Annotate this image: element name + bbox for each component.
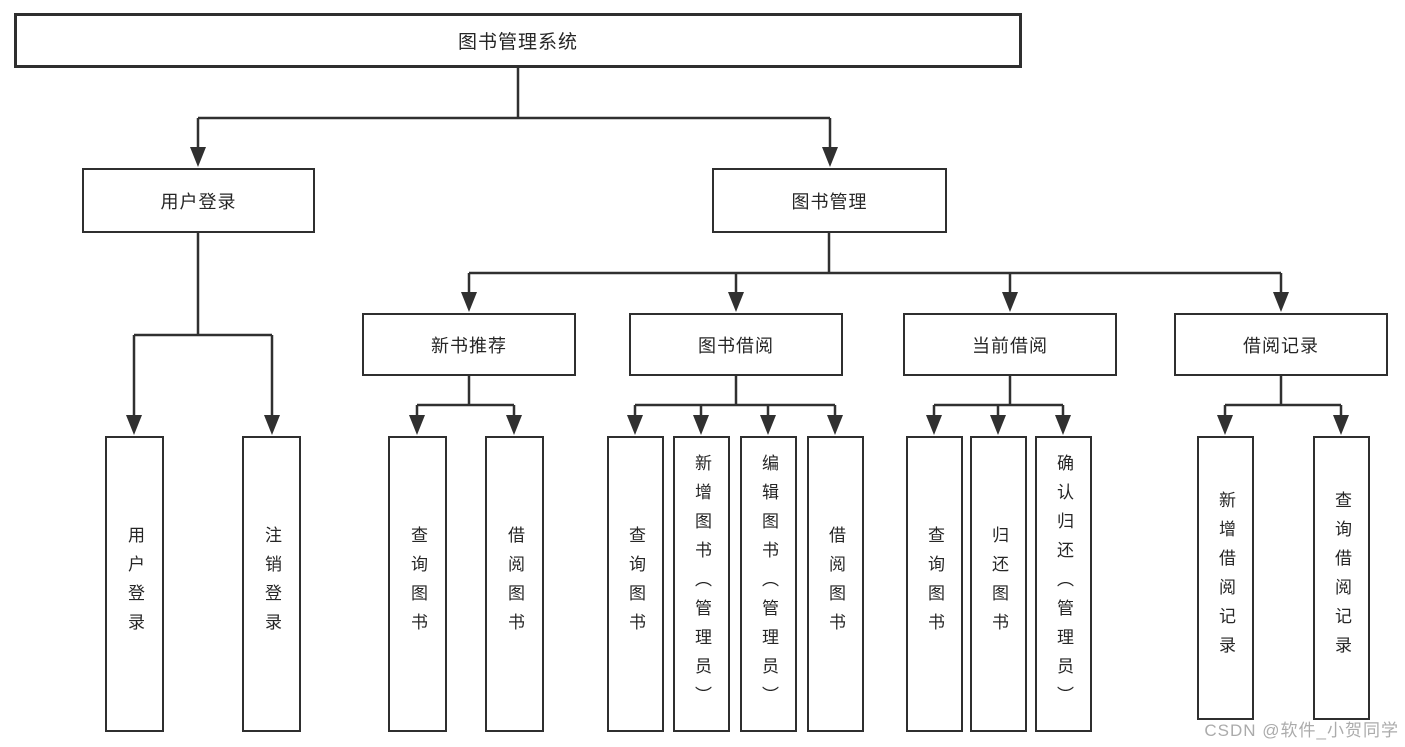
node-leaf-logout: 注销登录 [242, 436, 301, 732]
node-book-borrowing: 图书借阅 [629, 313, 843, 376]
node-label: 借阅图书 [826, 526, 845, 642]
node-borrowing-records: 借阅记录 [1174, 313, 1388, 376]
node-leaf-add-borrow-record: 新增借阅记录 [1197, 436, 1254, 720]
node-label: 用户登录 [125, 526, 144, 642]
node-label: 当前借阅 [972, 335, 1048, 356]
node-label: 编辑图书（管理员） [759, 453, 778, 715]
node-leaf-query-books-current: 查询图书 [906, 436, 963, 732]
node-user-login: 用户登录 [82, 168, 315, 233]
node-label: 查询借阅记录 [1332, 491, 1351, 665]
node-label: 用户登录 [160, 191, 237, 212]
node-label: 借阅记录 [1243, 335, 1319, 356]
node-label: 新增借阅记录 [1216, 491, 1235, 665]
node-label: 新书推荐 [431, 335, 507, 356]
node-leaf-query-borrow-record: 查询借阅记录 [1313, 436, 1370, 720]
csdn-watermark: CSDN @软件_小贺同学 [1204, 721, 1399, 740]
node-label: 归还图书 [989, 526, 1008, 642]
node-leaf-add-book-admin: 新增图书（管理员） [673, 436, 730, 732]
node-label: 确认归还（管理员） [1054, 453, 1073, 715]
node-book-management: 图书管理 [712, 168, 947, 233]
node-label: 查询图书 [408, 526, 427, 642]
node-leaf-borrow-books-recommend: 借阅图书 [485, 436, 544, 732]
node-new-book-recommendation: 新书推荐 [362, 313, 576, 376]
node-label: 查询图书 [925, 526, 944, 642]
node-leaf-user-login: 用户登录 [105, 436, 164, 732]
node-label: 图书管理系统 [457, 32, 578, 53]
node-label: 查询图书 [626, 526, 645, 642]
node-leaf-return-book: 归还图书 [970, 436, 1027, 732]
node-leaf-query-books-borrowing: 查询图书 [607, 436, 664, 732]
node-label: 新增图书（管理员） [692, 453, 711, 715]
node-label: 图书借阅 [698, 335, 774, 356]
node-label: 图书管理 [791, 191, 868, 212]
arrowhead-icons [126, 147, 1349, 435]
node-label: 借阅图书 [505, 526, 524, 642]
node-leaf-borrow-books: 借阅图书 [807, 436, 864, 732]
node-library-management-system: 图书管理系统 [14, 13, 1022, 68]
node-leaf-query-books-recommend: 查询图书 [388, 436, 447, 732]
node-current-borrowing: 当前借阅 [903, 313, 1117, 376]
node-label: 注销登录 [262, 526, 281, 642]
node-leaf-confirm-return-admin: 确认归还（管理员） [1035, 436, 1092, 732]
node-leaf-edit-book-admin: 编辑图书（管理员） [740, 436, 797, 732]
